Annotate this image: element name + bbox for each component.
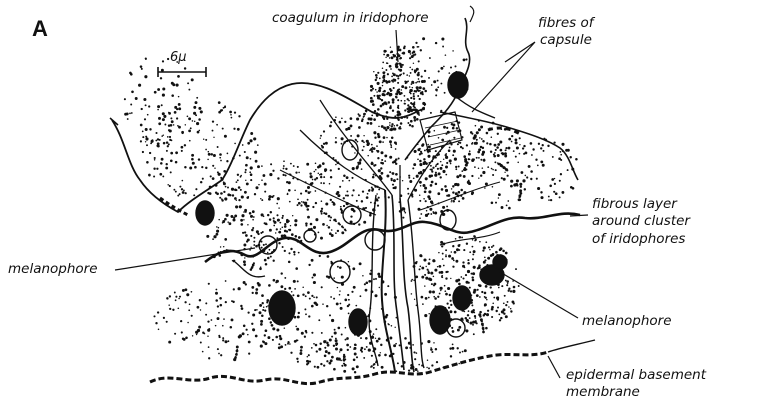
epidermal-basement-membrane	[150, 352, 548, 384]
leader-epidermal	[548, 356, 560, 378]
iridophore-nucleus	[330, 261, 350, 283]
scale-bar	[158, 67, 206, 77]
iridophore-nucleus	[304, 230, 316, 242]
melanophore-cell	[448, 72, 468, 98]
label-melanophore-right: melanophore	[582, 314, 672, 329]
label-melanophore-left: melanophore	[8, 262, 98, 277]
label-fibrous-layer-3: of iridophores	[592, 232, 685, 247]
panel-label: A	[32, 16, 48, 42]
leader-fibres	[472, 42, 535, 112]
melanophore-cell	[493, 255, 507, 269]
label-epidermal-2: membrane	[566, 385, 640, 400]
leader-fibrous-layer	[570, 215, 588, 216]
iridophore-nucleus	[440, 210, 456, 230]
melanophore-cell	[453, 286, 471, 310]
iridophore-nucleus	[365, 230, 385, 250]
label-coagulum: coagulum in iridophore	[272, 11, 429, 26]
leader-melanophore-left	[115, 248, 255, 270]
melanophore-cell	[196, 201, 214, 225]
capsule-boundary-right	[440, 112, 578, 180]
label-fibrous-layer-1: fibrous layer	[592, 197, 677, 212]
label-epidermal-1: epidermal basement	[566, 368, 706, 383]
label-fibres-of-capsule-2: capsule	[540, 33, 592, 48]
melanophore-cell	[269, 291, 295, 325]
label-fibres-of-capsule-1: fibres of	[538, 16, 593, 31]
melanophore-cell	[349, 309, 367, 335]
label-fibrous-layer-2: around cluster	[592, 214, 690, 229]
scale-bar-label: 6μ	[170, 50, 187, 65]
iridophore-nucleus	[447, 319, 465, 337]
fibrous-layer-line	[205, 214, 580, 262]
